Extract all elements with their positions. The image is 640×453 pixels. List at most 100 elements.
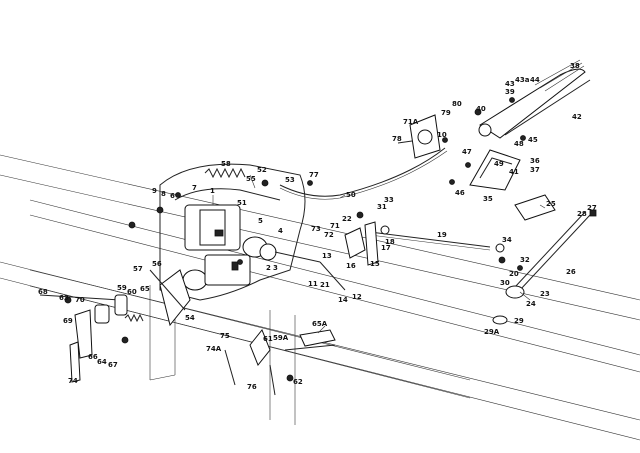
bracket-housing	[159, 163, 306, 301]
label-65: 65	[140, 285, 150, 293]
springs	[124, 167, 246, 323]
label-63: 63	[59, 294, 69, 302]
label-12: 12	[352, 293, 362, 301]
label-48: 48	[514, 140, 524, 148]
lower-linkage	[224, 329, 336, 396]
pedal-arm	[492, 194, 597, 325]
label-61: 61	[263, 335, 273, 343]
label-35: 35	[483, 195, 493, 203]
label-34: 34	[502, 236, 512, 244]
label-53: 53	[285, 176, 295, 184]
label-65A: 65A	[312, 320, 328, 328]
label-39: 39	[505, 88, 515, 96]
label-69: 69	[63, 317, 73, 325]
label-36: 36	[530, 157, 540, 165]
label-58: 58	[221, 160, 231, 168]
label-74: 74	[68, 377, 78, 385]
label-27: 27	[587, 204, 597, 212]
bracket-71A	[397, 114, 441, 159]
label-40: 40	[476, 105, 486, 113]
label-57: 57	[133, 265, 143, 273]
label-70: 70	[75, 296, 85, 304]
label-14: 14	[338, 296, 348, 304]
label-22: 22	[342, 215, 352, 223]
label-78: 78	[392, 135, 402, 143]
label-11: 11	[308, 280, 318, 288]
label-9: 9	[152, 187, 157, 195]
label-66: 66	[88, 353, 98, 361]
label-32: 32	[520, 256, 530, 264]
label-17: 17	[381, 244, 391, 252]
label-77: 77	[309, 171, 319, 179]
leader-lines	[212, 174, 546, 334]
label-75: 75	[220, 332, 230, 340]
label-24: 24	[526, 300, 536, 308]
label-37: 37	[530, 166, 540, 174]
label-8: 8	[161, 190, 166, 198]
lever-bracket-35	[469, 149, 521, 191]
label-54: 54	[185, 314, 195, 322]
label-51: 51	[237, 199, 247, 207]
label-47: 47	[462, 148, 472, 156]
label-50: 50	[346, 191, 356, 199]
label-68: 68	[38, 288, 48, 296]
label-59A: 59A	[273, 334, 289, 342]
label-38: 38	[570, 62, 580, 70]
label-76: 76	[247, 383, 257, 391]
label-59: 59	[117, 284, 127, 292]
label-44: 44	[530, 76, 540, 84]
label-30: 30	[500, 279, 510, 287]
label-80: 80	[452, 100, 462, 108]
label-56: 56	[152, 260, 162, 268]
label-23: 23	[540, 290, 550, 298]
rod-19	[369, 231, 505, 253]
label-19: 19	[437, 231, 447, 239]
label-52: 52	[257, 166, 267, 174]
label-55: 55	[246, 175, 256, 183]
label-4: 4	[278, 227, 283, 235]
label-67: 67	[108, 361, 118, 369]
label-29A: 29A	[484, 328, 500, 336]
center-links	[319, 221, 390, 291]
label-6: 6	[170, 192, 175, 200]
label-18: 18	[385, 238, 395, 246]
label-73: 73	[311, 225, 321, 233]
left-linkage	[39, 269, 191, 383]
label-45: 45	[528, 136, 538, 144]
label-26: 26	[566, 268, 576, 276]
label-13: 13	[322, 252, 332, 260]
label-72: 72	[324, 231, 334, 239]
label-25: 25	[546, 200, 556, 208]
label-20: 20	[509, 270, 519, 278]
label-46: 46	[455, 189, 465, 197]
label-41: 41	[509, 168, 519, 176]
actuator-motor	[184, 204, 321, 286]
label-33: 33	[384, 196, 394, 204]
label-71: 71	[330, 222, 340, 230]
label-62: 62	[293, 378, 303, 386]
label-28: 28	[577, 210, 587, 218]
label-10: 10	[437, 131, 447, 139]
label-7: 7	[192, 184, 197, 192]
label-21: 21	[320, 281, 330, 289]
label-43a: 43a	[515, 76, 530, 84]
label-31: 31	[377, 203, 387, 211]
label-29: 29	[514, 317, 524, 325]
part-labels: 1 2 3 4 5 6 7 8 9 10 11 12 13 14 15 16 1…	[38, 62, 597, 391]
label-60: 60	[127, 288, 137, 296]
label-49: 49	[494, 160, 504, 168]
cable-50	[279, 147, 448, 200]
label-2: 2	[266, 264, 271, 272]
label-64: 64	[97, 358, 107, 366]
label-15: 15	[370, 260, 380, 268]
handbrake-lever	[478, 59, 591, 139]
hardware-bolts	[64, 97, 526, 382]
label-3: 3	[273, 264, 278, 272]
label-43: 43	[505, 80, 515, 88]
label-5: 5	[258, 217, 263, 225]
label-74A: 74A	[206, 345, 222, 353]
label-71A: 71A	[403, 118, 419, 126]
label-42: 42	[572, 113, 582, 121]
label-79: 79	[441, 109, 451, 117]
